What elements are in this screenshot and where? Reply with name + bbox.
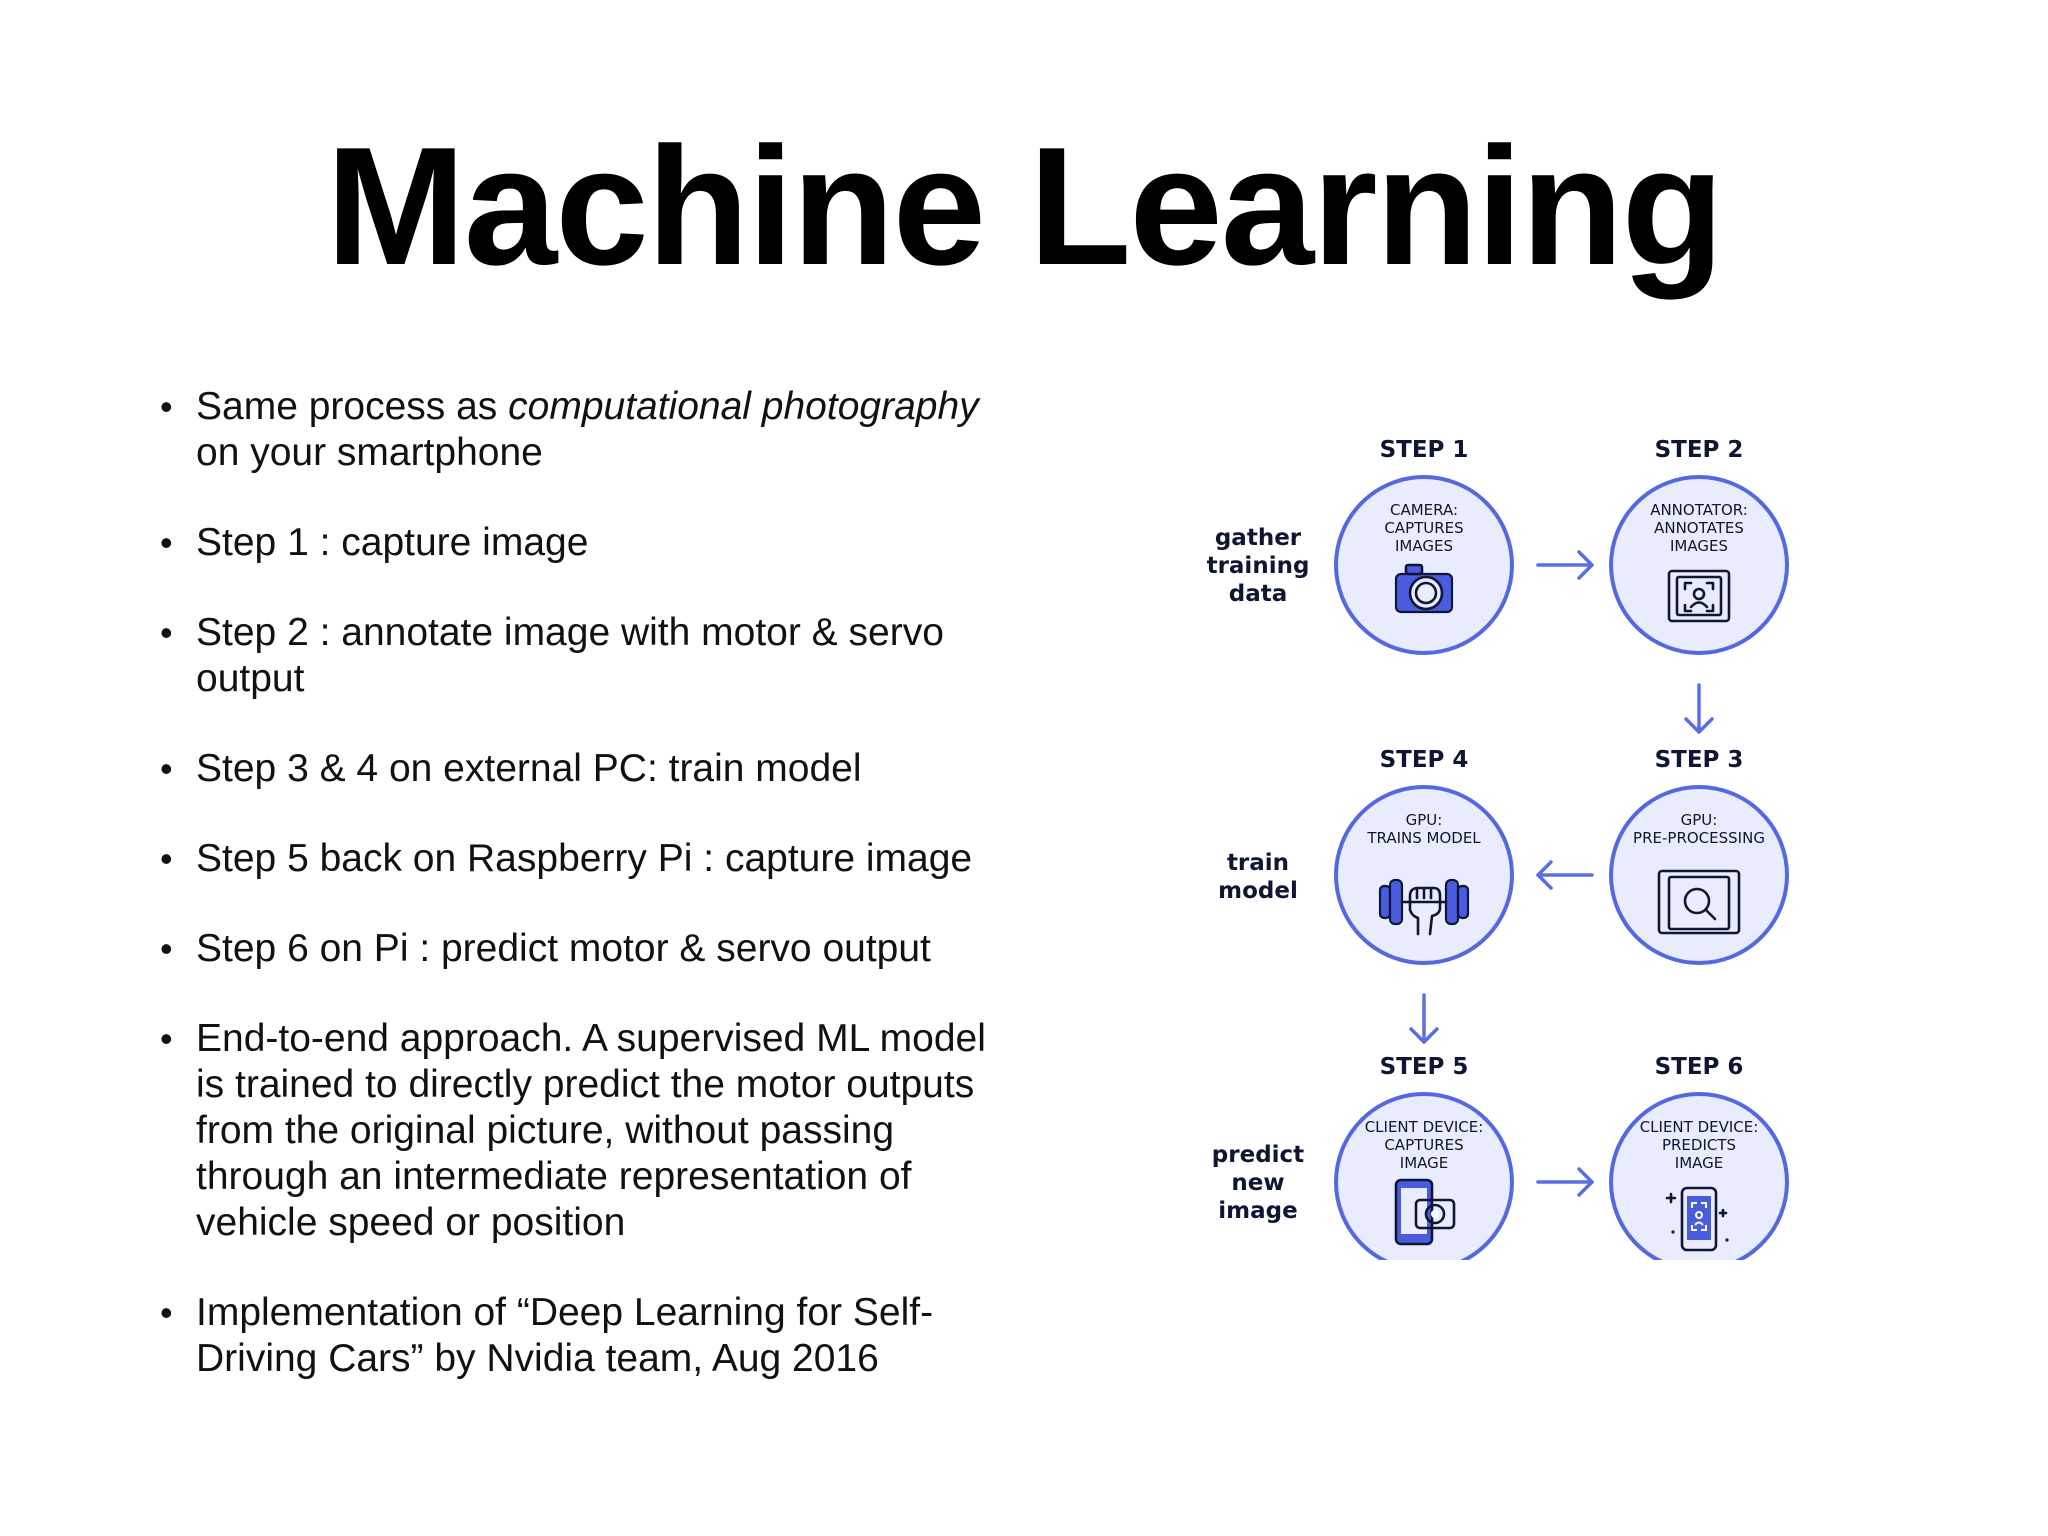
bullet-text: on your smartphone xyxy=(196,431,543,474)
bullet-item: Implementation of “Deep Learning for Sel… xyxy=(160,1290,1000,1382)
bullet-item: Step 1 : capture image xyxy=(160,520,1000,566)
arrow-step3-to-step4 xyxy=(1536,860,1594,890)
magnifier-frame-icon xyxy=(1657,869,1741,935)
row-label-line: new xyxy=(1231,1170,1284,1196)
step-caption-line: CLIENT DEVICE: xyxy=(1365,1118,1484,1136)
step-caption-line: TRAINS MODEL xyxy=(1366,829,1481,847)
step-title: STEP 4 xyxy=(1380,747,1469,773)
bullet-item: End-to-end approach. A supervised ML mod… xyxy=(160,1016,1000,1246)
bullet-text: Step 2 : annotate image with motor & ser… xyxy=(196,611,944,700)
bullet-emphasis: computational photography xyxy=(508,385,979,428)
annotate-frame-icon xyxy=(1667,569,1731,623)
step-caption-line: IMAGE xyxy=(1400,1154,1448,1172)
step-caption-line: GPU: xyxy=(1681,811,1718,829)
row-label-line: image xyxy=(1218,1198,1297,1224)
bullet-item: Step 2 : annotate image with motor & ser… xyxy=(160,610,1000,702)
step-caption-line: CAPTURES xyxy=(1384,519,1463,537)
step-caption-line: CAMERA: xyxy=(1390,501,1458,519)
bullet-text: Step 1 : capture image xyxy=(196,521,589,564)
row-label-line: data xyxy=(1229,581,1288,607)
arrow-step1-to-step2 xyxy=(1536,550,1594,580)
row-label-line: gather xyxy=(1215,525,1302,551)
step-4: STEP 4 GPU:TRAINS MODEL xyxy=(1334,747,1514,965)
step-circle xyxy=(1609,1092,1789,1260)
slide-title: Machine Learning xyxy=(325,112,1724,300)
step-title: STEP 3 xyxy=(1655,747,1744,773)
bullet-text: Step 5 back on Raspberry Pi : capture im… xyxy=(196,837,973,880)
bullet-text: Same process as xyxy=(196,385,509,428)
bullet-list: Same process as computational photograph… xyxy=(160,384,1000,1426)
step-title: STEP 6 xyxy=(1655,1054,1744,1080)
step-circle xyxy=(1609,785,1789,965)
step-caption-line: IMAGES xyxy=(1670,537,1728,555)
bullet-text: End-to-end approach. A supervised ML mod… xyxy=(196,1017,986,1244)
step-caption-line: ANNOTATOR: xyxy=(1650,501,1748,519)
step-caption-line: CAPTURES xyxy=(1384,1136,1463,1154)
step-circle xyxy=(1334,1092,1514,1260)
step-caption-line: PREDICTS xyxy=(1662,1136,1736,1154)
bullet-item: Step 3 & 4 on external PC: train model xyxy=(160,746,1000,792)
bullet-item: Same process as computational photograph… xyxy=(160,384,1000,476)
bullet-text: Step 3 & 4 on external PC: train model xyxy=(196,747,862,790)
step-caption-line: PRE-PROCESSING xyxy=(1633,829,1765,847)
row-label-line: train xyxy=(1227,850,1289,876)
row-label-line: predict xyxy=(1212,1142,1304,1168)
step-caption-line: ANNOTATES xyxy=(1654,519,1744,537)
camera-icon xyxy=(1394,563,1454,614)
step-caption-line: IMAGES xyxy=(1395,537,1453,555)
bullet-item: Step 5 back on Raspberry Pi : capture im… xyxy=(160,836,1000,882)
step-title: STEP 5 xyxy=(1380,1054,1469,1080)
bullet-item: Step 6 on Pi : predict motor & servo out… xyxy=(160,926,1000,972)
step-caption-line: GPU: xyxy=(1406,811,1443,829)
bullet-text: Implementation of “Deep Learning for Sel… xyxy=(196,1291,934,1380)
phone-scan-icon xyxy=(1665,1186,1729,1252)
step-circle xyxy=(1609,475,1789,655)
step-title: STEP 2 xyxy=(1655,437,1744,463)
step-3: STEP 3 GPU:PRE-PROCESSING xyxy=(1609,747,1789,965)
arrow-step4-to-step5 xyxy=(1409,993,1439,1044)
arrow-step5-to-step6 xyxy=(1536,1167,1594,1197)
arrow-step2-to-step3 xyxy=(1684,683,1714,734)
step-title: STEP 1 xyxy=(1380,437,1469,463)
step-circle xyxy=(1334,785,1514,965)
flow-arrows xyxy=(1409,550,1714,1197)
phone-camera-icon xyxy=(1394,1178,1456,1246)
step-circle xyxy=(1334,475,1514,655)
row-label-line: training xyxy=(1207,553,1310,579)
step-caption-line: CLIENT DEVICE: xyxy=(1640,1118,1759,1136)
row-label-line: model xyxy=(1218,878,1298,904)
dumbbell-icon xyxy=(1378,878,1470,936)
bullet-text: Step 6 on Pi : predict motor & servo out… xyxy=(196,927,931,970)
step-caption-line: IMAGE xyxy=(1675,1154,1723,1172)
